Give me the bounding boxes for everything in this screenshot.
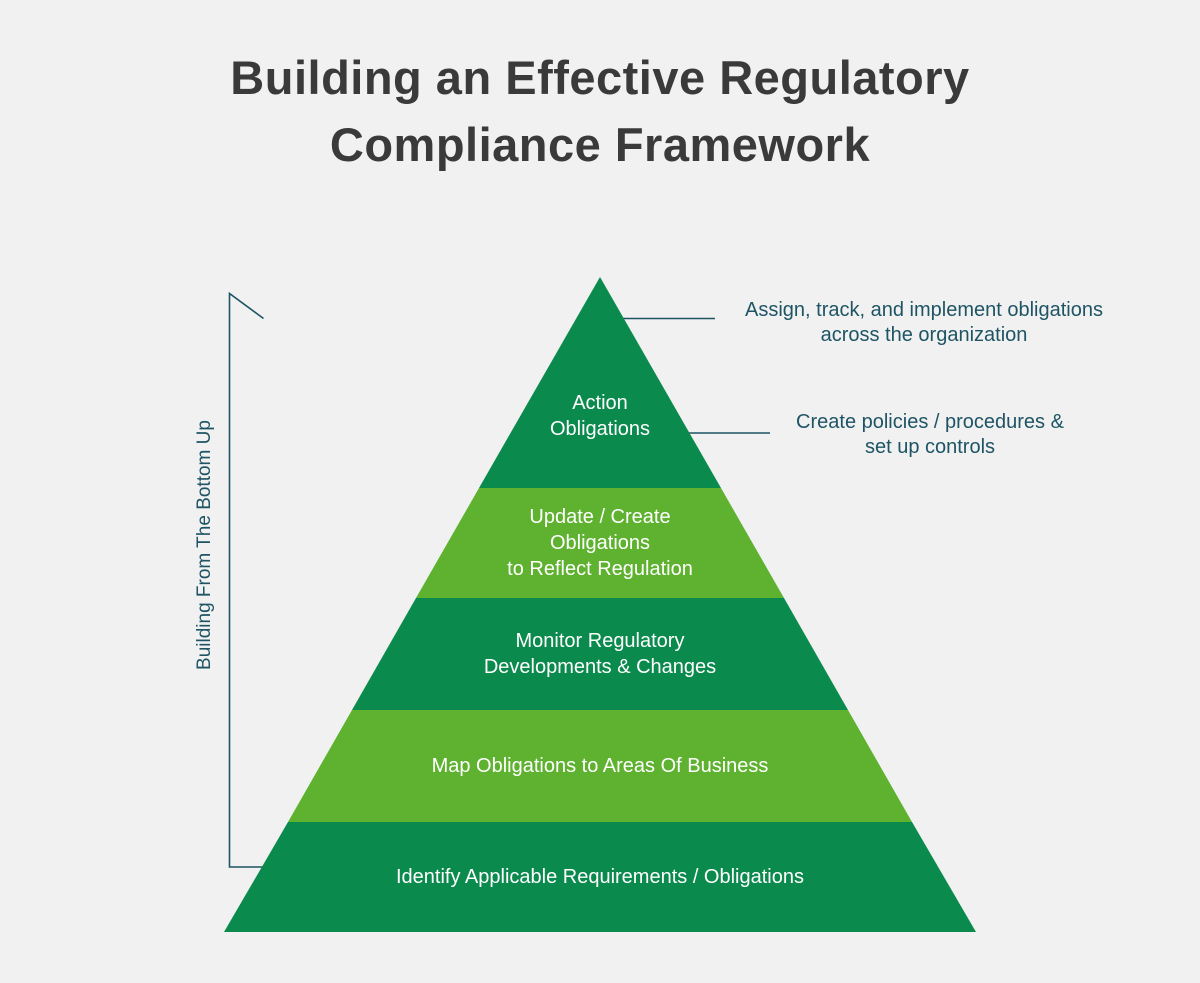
pyramid-level-5: Identify Applicable Requirements / Oblig… [224,822,976,932]
page-title: Building an Effective Regulatory Complia… [230,51,970,171]
pyramid: Action Obligations Update / Create Oblig… [224,277,976,932]
pyramid-level-4: Map Obligations to Areas Of Business [288,710,912,822]
bottom-up-axis-label: Building From The Bottom Up [194,420,215,670]
callout-assign-track: Assign, track, and implement obligations… [745,299,1103,346]
pyramid-level-1-label: Action Obligations [549,392,651,440]
pyramid-level-2-label: Update / Create Obligations to Reflect R… [507,506,693,580]
pyramid-level-3-label: Monitor Regulatory Developments & Change… [483,630,717,678]
pyramid-level-4-label: Map Obligations to Areas Of Business [431,755,769,777]
pyramid-level-2: Update / Create Obligations to Reflect R… [416,488,784,598]
pyramid-level-3: Monitor Regulatory Developments & Change… [352,598,848,710]
callout-create-policies: Create policies / procedures & set up co… [796,411,1064,458]
pyramid-level-5-label: Identify Applicable Requirements / Oblig… [395,866,804,888]
